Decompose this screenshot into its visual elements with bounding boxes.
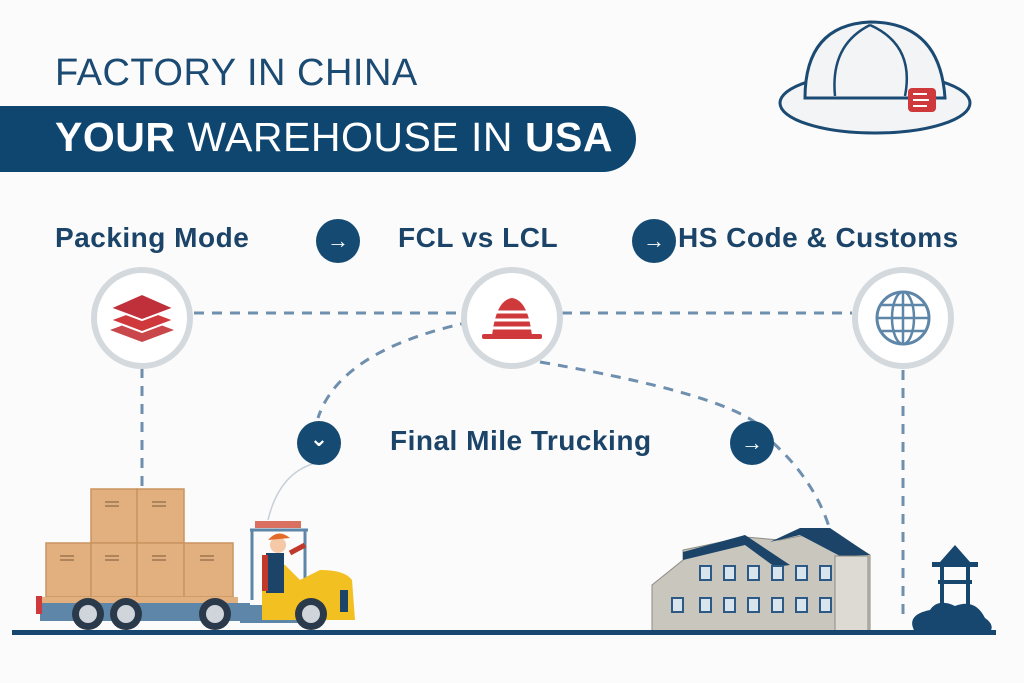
- warehouse-building: [651, 528, 871, 633]
- fcl-lcl-icon-circle: [461, 267, 563, 369]
- hard-hat-icon: [778, 20, 972, 135]
- packing-mode-icon-circle: [91, 267, 193, 369]
- title-warehouse-in-usa: YOUR WAREHOUSE IN USA: [55, 114, 613, 161]
- arrow-right-icon: →: [730, 421, 774, 465]
- ground-line: [12, 630, 996, 635]
- truck-with-boxes: [36, 488, 355, 630]
- title-middle: WAREHOUSE IN: [175, 114, 525, 160]
- step-final-mile-trucking: Final Mile Trucking: [390, 425, 652, 456]
- title-factory-in-china: FACTORY IN CHINA: [55, 52, 418, 94]
- customs-icon-circle: [852, 267, 954, 369]
- arrow-right-icon: →: [632, 219, 676, 263]
- step-fcl-vs-lcl: FCL vs LCL: [398, 222, 559, 253]
- thin-connector: [267, 461, 321, 521]
- chevron-down-icon: ⌄: [297, 421, 341, 465]
- title-bold-usa: USA: [524, 114, 614, 160]
- tower-silhouette: [912, 545, 992, 632]
- step-hs-code-customs: HS Code & Customs: [678, 222, 959, 253]
- title-banner: [0, 106, 636, 172]
- arrow-right-icon: →: [316, 219, 360, 263]
- title-bold-your: YOUR: [55, 114, 176, 160]
- step-packing-mode: Packing Mode: [55, 222, 250, 253]
